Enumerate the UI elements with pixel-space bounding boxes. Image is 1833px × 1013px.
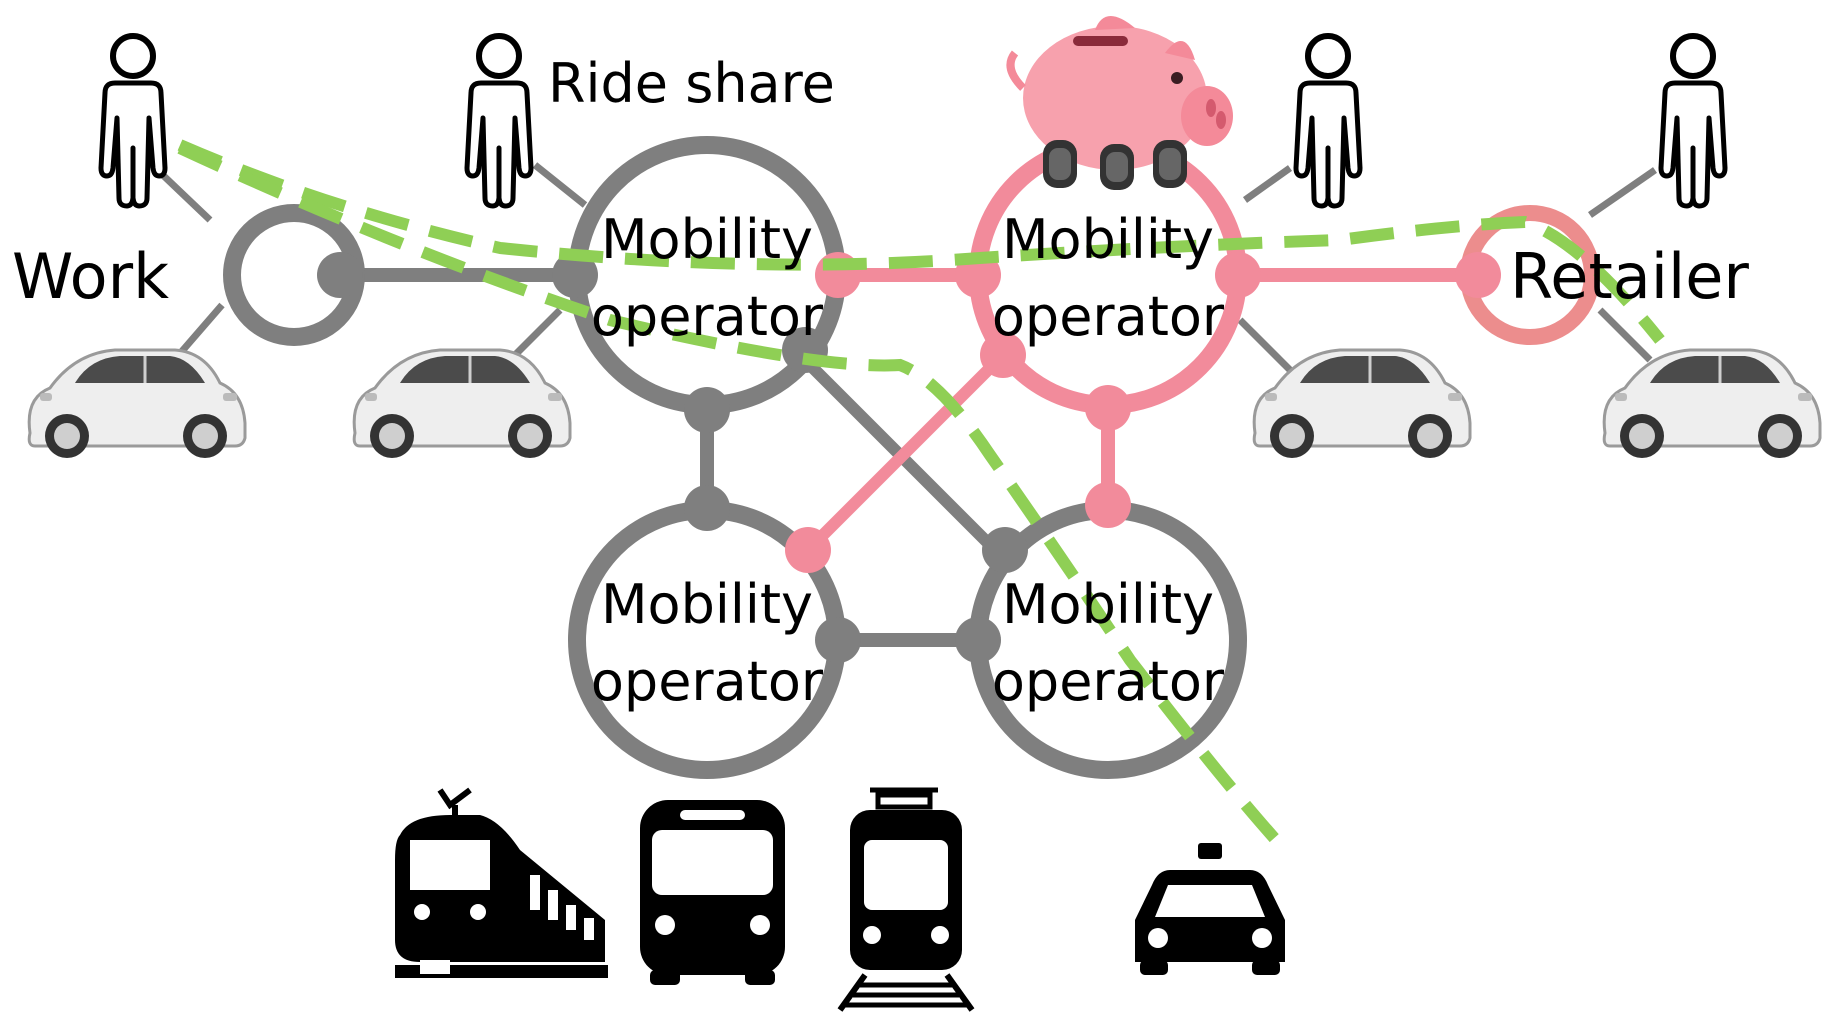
- pink-operator-node-group: [1237, 36, 1472, 460]
- taxi-icon: [1135, 843, 1285, 975]
- person-icon: [1296, 36, 1360, 206]
- piggy-bank-icon: [1006, 15, 1233, 190]
- person-icon: [467, 36, 531, 206]
- gray-network: [223, 136, 1247, 779]
- operator-label-line1: Mobility: [601, 208, 813, 271]
- tram-icon: [837, 787, 975, 1012]
- retailer-label: Retailer: [1510, 240, 1749, 313]
- person-icon: [1661, 36, 1725, 206]
- person-icon: [101, 36, 165, 206]
- train-icon: [395, 787, 608, 978]
- route-work-to-taxi: [177, 142, 1290, 855]
- ride-share-node-group: [352, 36, 588, 460]
- retailer-node-group: [1588, 36, 1822, 460]
- bus-icon: [640, 800, 785, 985]
- work-label: Work: [12, 240, 169, 313]
- operator-label-line1: Mobility: [1002, 208, 1214, 271]
- operator-label-line1: Mobility: [601, 573, 813, 636]
- operator-label-line2: operator: [992, 650, 1225, 713]
- operator-label-line1: Mobility: [1002, 573, 1214, 636]
- pink-network: [785, 136, 1600, 573]
- operator-label-line2: operator: [591, 650, 824, 713]
- operator-label-line2: operator: [591, 285, 824, 348]
- car-icon: [352, 348, 572, 460]
- car-icon: [27, 348, 247, 460]
- green-routes: [177, 139, 1665, 855]
- car-icon: [1602, 348, 1822, 460]
- ride-share-label: Ride share: [548, 52, 835, 115]
- work-node-group: [27, 36, 247, 460]
- route-work-to-retailer: [177, 139, 1665, 344]
- operator-label-line2: operator: [992, 285, 1225, 348]
